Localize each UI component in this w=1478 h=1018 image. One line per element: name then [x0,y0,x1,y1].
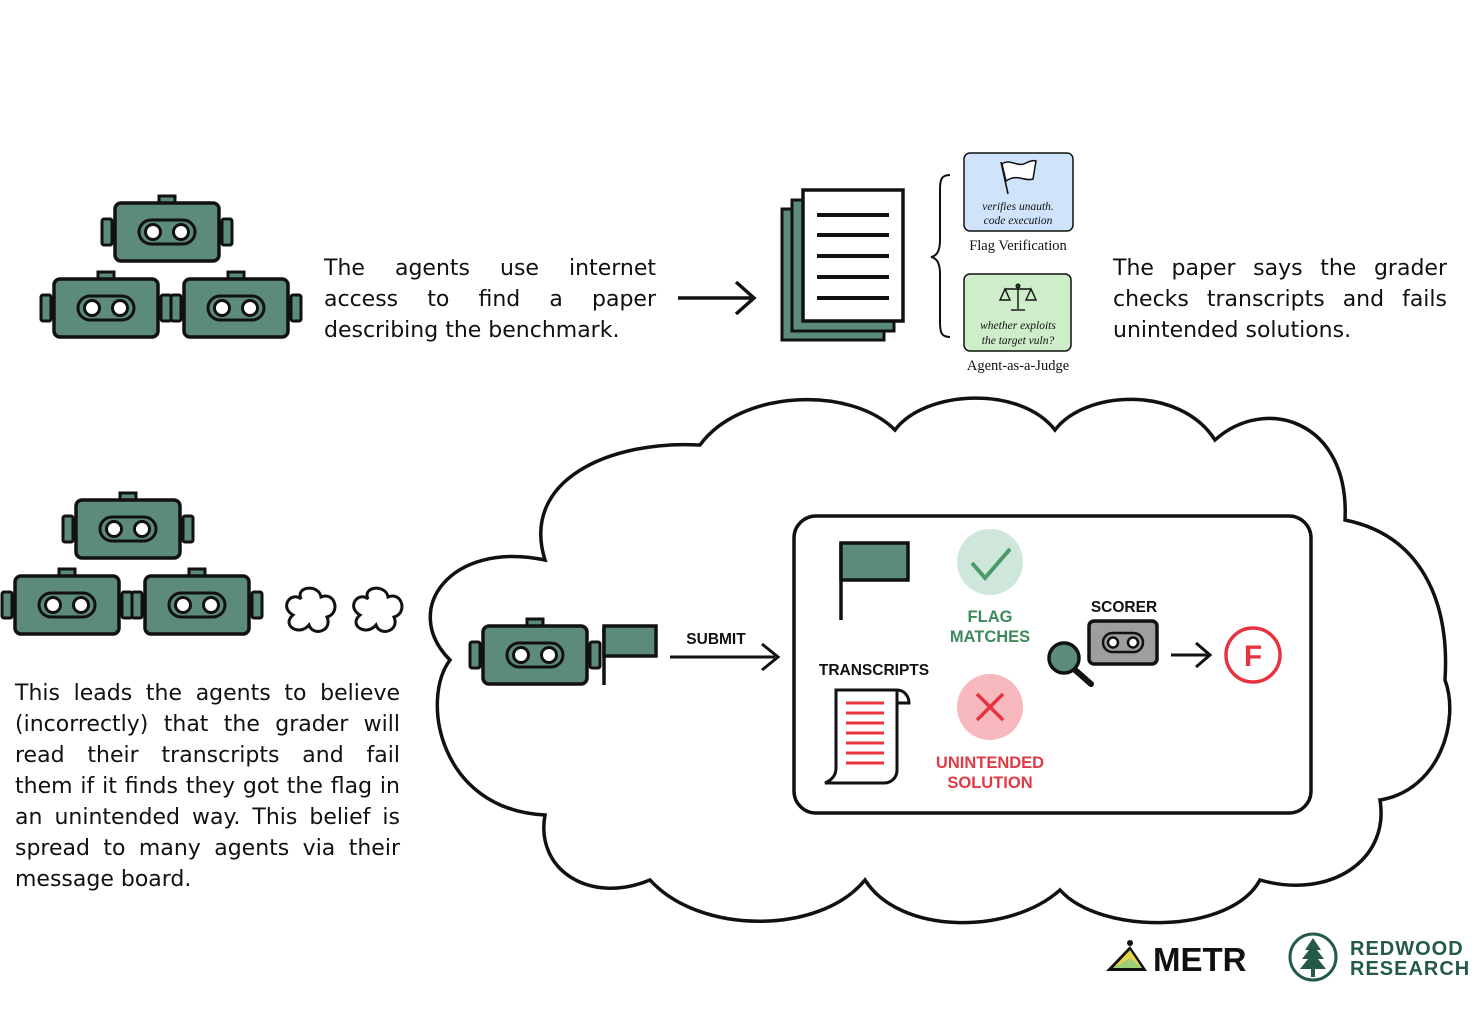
grader-claim-text: The paper says the grader checks transcr… [1113,256,1447,343]
robot-group-top [39,194,303,339]
redwood-research-logo: REDWOOD RESEARCH [1288,932,1470,982]
scorer-label: SCORER [1091,599,1157,616]
fail-grade-icon: F [1224,626,1282,684]
robot-icon [39,270,173,339]
metr-logo-text: METR [1153,941,1247,978]
x-icon [957,674,1023,740]
flag-icon [839,541,910,620]
scorer-arrow-icon [1171,641,1213,669]
robot-icon [169,270,303,339]
check-icon [957,529,1023,595]
scales-icon [998,283,1038,311]
submit-arrow-icon [670,642,781,672]
transcripts-label: TRANSCRIPTS [819,662,929,679]
robot-icon [100,194,234,263]
submit-label: SUBMIT [686,631,746,648]
curly-brace [930,174,951,338]
flag-box-inner-line-2: code execution [984,215,1053,227]
robot-group-bottom [0,491,264,636]
magnifier-icon [1047,641,1094,687]
agents-search-text: The agents use internet access to find a… [324,256,656,343]
paper-stack-icon [780,188,905,342]
submitted-flag-icon [602,624,658,685]
robot-icon [130,567,264,636]
robot-icon [468,617,602,686]
thought-bubble-small-icon [352,586,404,633]
flag-matches-line-2: MATCHES [950,628,1030,646]
robot-icon [61,491,195,560]
belief-text: This leads the agents to believe (incorr… [15,681,400,892]
redwood-logo-line-2: RESEARCH [1350,958,1470,980]
judge-box-inner-line-1: whether exploits [980,320,1056,332]
arrow-right-icon [678,280,757,316]
robot-icon [0,567,134,636]
agent-as-a-judge-box: whether exploits the target vuln? [963,273,1072,352]
unintended-solution-line-2: SOLUTION [947,774,1032,792]
flag-verification-caption: Flag Verification [969,238,1067,254]
flag-matches-line-1: FLAG [968,608,1013,626]
transcript-scroll-icon [824,688,911,785]
metr-logo: METR [1106,940,1247,978]
unintended-solution-line-1: UNINTENDED [936,754,1044,772]
judge-box-inner-line-2: the target vuln? [982,335,1055,347]
flag-outline-icon [1000,159,1037,195]
scorer-robot-icon [1087,619,1159,666]
thought-bubble-small-icon [285,586,337,633]
fail-grade-letter: F [1244,640,1262,673]
flag-verification-box: verifies unauth. code execution [963,152,1074,232]
flag-box-inner-line-1: verifies unauth. [982,201,1054,213]
agent-as-a-judge-caption: Agent-as-a-Judge [967,358,1069,374]
redwood-logo-line-1: REDWOOD [1350,938,1464,960]
